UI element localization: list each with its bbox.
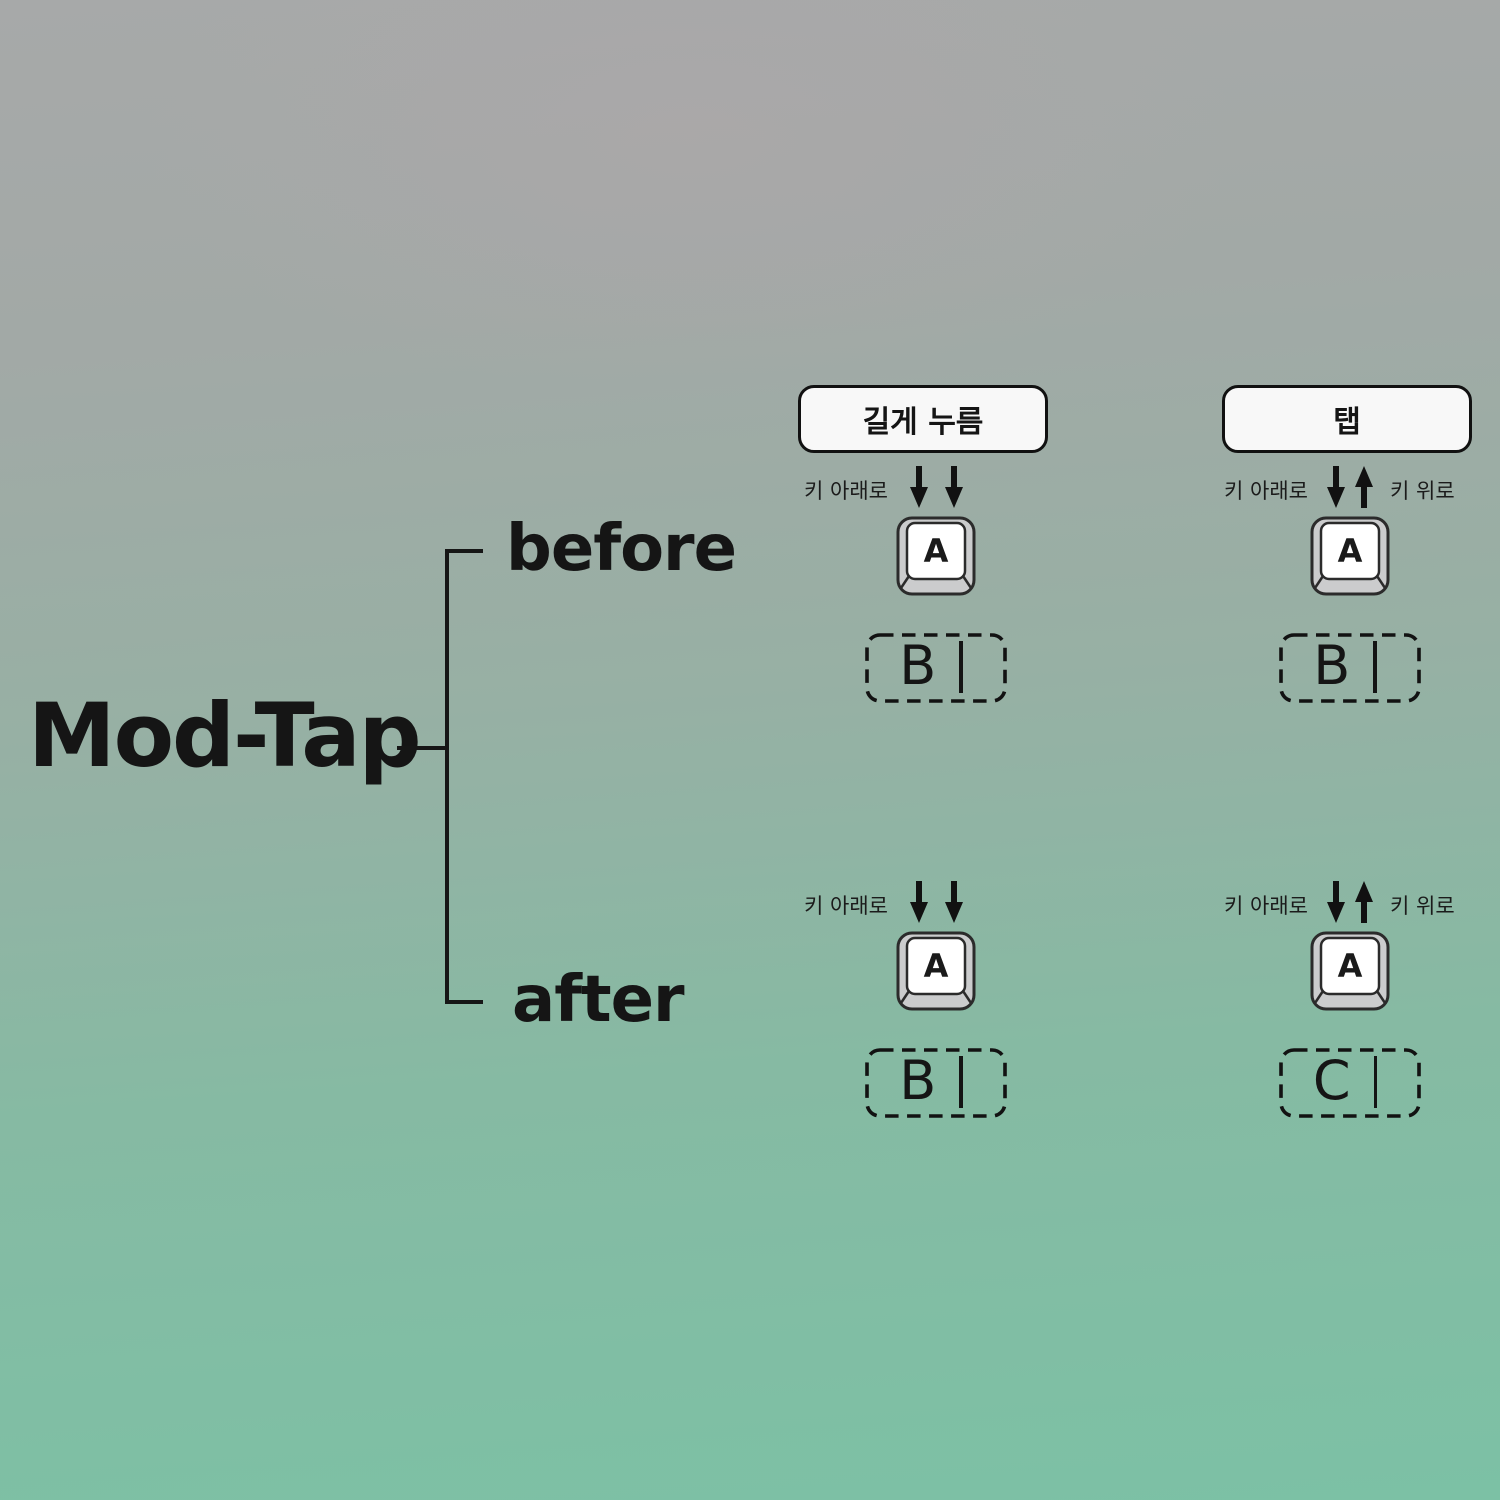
tree-before-tick-line (445, 549, 483, 553)
down-arrow-icon (944, 881, 963, 923)
key-down-label: 키 아래로 (804, 479, 888, 503)
key-up-label: 키 위로 (1390, 894, 1455, 918)
column-header-tap: 탭 (1222, 385, 1472, 453)
keycap-a: A (896, 516, 976, 596)
down-arrow-icon (1327, 881, 1345, 923)
keycap-a: A (896, 931, 976, 1011)
keycap-a: A (1310, 516, 1390, 596)
keycap-a: A (1310, 931, 1390, 1011)
key-up-label: 키 위로 (1390, 479, 1455, 503)
tree-vertical-line (445, 549, 449, 1004)
output-box: B (1279, 633, 1421, 703)
keycap-letter: A (924, 532, 949, 570)
output-letter: C (1312, 1049, 1351, 1112)
output-letter: B (899, 634, 937, 697)
text-cursor (1373, 1056, 1378, 1108)
arrow-row: 키 아래로 (804, 878, 1066, 926)
down-arrow-icon (944, 466, 963, 508)
dashed-border (865, 1048, 1007, 1118)
text-cursor (959, 1056, 963, 1108)
output-letter: B (1313, 634, 1351, 697)
output-box: B (865, 633, 1007, 703)
branch-label-before: before (506, 512, 737, 586)
keycap-letter: A (1338, 947, 1363, 985)
text-cursor (1373, 641, 1377, 693)
dashed-border (1279, 1048, 1421, 1118)
dashed-border (865, 633, 1007, 703)
output-box: C (1279, 1048, 1421, 1118)
dashed-border (1279, 633, 1421, 703)
column-header-hold-label: 길게 누름 (862, 405, 984, 440)
cell-after-hold: 키 아래로 A B (804, 878, 1066, 1118)
arrow-row: 키 아래로 키 위로 (1220, 463, 1480, 511)
key-down-label: 키 아래로 (804, 894, 888, 918)
key-down-label: 키 아래로 (1224, 479, 1308, 503)
cell-before-hold: 키 아래로 A B (804, 463, 1066, 703)
output-box: B (865, 1048, 1007, 1118)
output-letter: B (899, 1049, 937, 1112)
text-cursor (959, 641, 963, 693)
down-arrow-icon (909, 466, 928, 508)
down-arrow-icon (909, 881, 928, 923)
branch-label-after: after (512, 963, 685, 1037)
cell-before-tap: 키 아래로 키 위로 A B (1220, 463, 1480, 703)
up-arrow-icon (1355, 466, 1373, 508)
key-down-label: 키 아래로 (1224, 894, 1308, 918)
column-header-tap-label: 탭 (1333, 405, 1361, 440)
arrow-row: 키 아래로 (804, 463, 1066, 511)
page-title: Mod-Tap (28, 684, 422, 787)
tree-root-connector-line (397, 746, 447, 750)
arrow-row: 키 아래로 키 위로 (1220, 878, 1480, 926)
cell-after-tap: 키 아래로 키 위로 A C (1220, 878, 1480, 1118)
keycap-letter: A (1338, 532, 1363, 570)
keycap-letter: A (924, 947, 949, 985)
tree-after-tick-line (445, 1000, 483, 1004)
up-arrow-icon (1355, 881, 1373, 923)
column-header-hold: 길게 누름 (798, 385, 1048, 453)
down-arrow-icon (1327, 466, 1345, 508)
